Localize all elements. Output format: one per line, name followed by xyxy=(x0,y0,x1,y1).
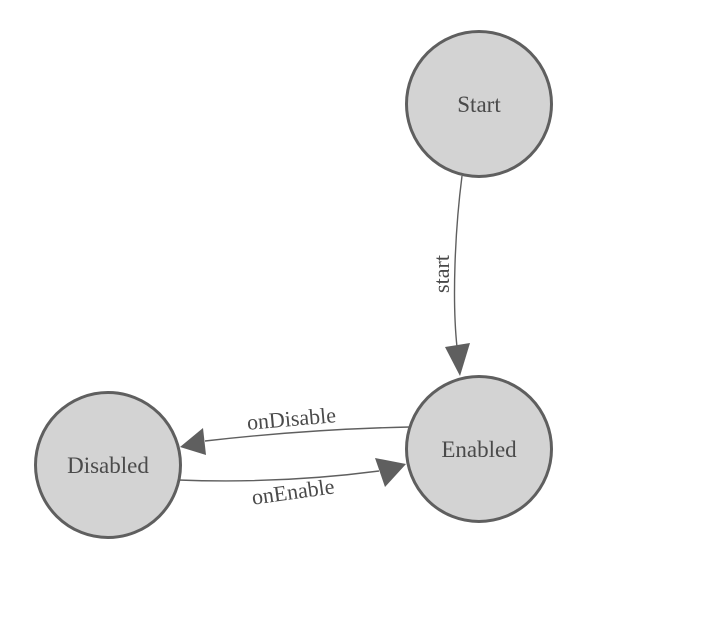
state-circle-start[interactable] xyxy=(405,30,553,178)
state-node-disabled: Disabled xyxy=(34,391,182,539)
transition-ondisable: onDisable xyxy=(180,402,411,455)
transition-start-path xyxy=(453,175,463,348)
transition-start-label: start xyxy=(429,255,454,293)
transition-onenable: onEnable xyxy=(177,458,406,510)
transition-ondisable-arrowhead xyxy=(180,428,206,455)
transition-onenable-arrowhead xyxy=(375,458,406,487)
state-label-enabled: Enabled xyxy=(441,437,517,462)
transition-start: start xyxy=(429,175,470,376)
transition-onenable-label: onEnable xyxy=(250,473,336,509)
state-node-start: Start xyxy=(405,30,553,178)
state-label-start: Start xyxy=(457,92,501,117)
transition-ondisable-path xyxy=(204,426,411,442)
transition-onenable-path xyxy=(177,470,380,482)
state-circle-enabled[interactable] xyxy=(405,375,553,523)
state-node-enabled: Enabled xyxy=(405,375,553,523)
transition-start-arrowhead xyxy=(445,343,470,376)
state-circle-disabled[interactable] xyxy=(34,391,182,539)
state-label-disabled: Disabled xyxy=(67,453,149,478)
